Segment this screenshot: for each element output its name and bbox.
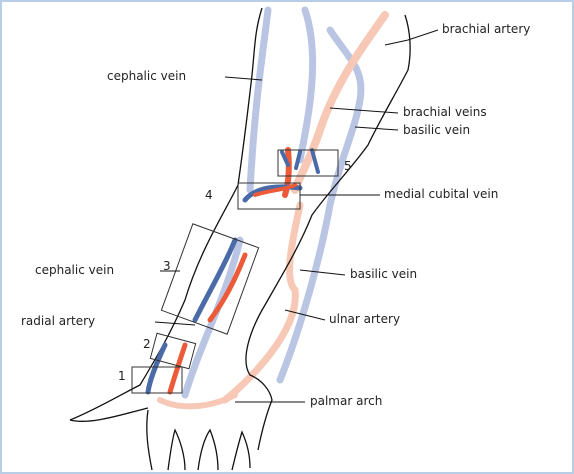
- label-basilic-vein-upper: basilic vein: [403, 123, 470, 137]
- finger-outline-1: [147, 410, 152, 470]
- label-medial-cubital-vein: medial cubital vein: [384, 187, 498, 201]
- label-cephalic-vein-lower: cephalic vein: [35, 263, 114, 277]
- brachial-vein-path: [300, 10, 313, 160]
- radial-artery-segment: [210, 255, 245, 320]
- ulnar-artery-path: [225, 205, 300, 400]
- site-number-2: 2: [143, 337, 151, 351]
- label-radial-artery: radial artery: [21, 314, 95, 328]
- label-basilic-vein-lower: basilic vein: [350, 267, 417, 281]
- distal-radial-segment: [170, 345, 185, 392]
- basilic-vein-path: [280, 30, 361, 380]
- finger-outline-2: [168, 430, 185, 470]
- label-ulnar-artery: ulnar artery: [329, 312, 400, 326]
- finger-outline-3: [198, 430, 218, 470]
- light-vessels: [160, 10, 385, 406]
- cephalic-vein-upper-path: [250, 10, 268, 190]
- label-palmar-arch: palmar arch: [310, 394, 382, 408]
- leader-brachial-veins: [330, 108, 398, 113]
- leader-basilic-vein-lower: [300, 270, 345, 275]
- label-brachial-artery: brachial artery: [442, 22, 530, 36]
- label-cephalic-vein-upper: cephalic vein: [107, 69, 186, 83]
- finger-outline-4: [232, 432, 250, 470]
- site-number-3: 3: [163, 259, 171, 273]
- label-brachial-veins: brachial veins: [403, 105, 487, 119]
- site-number-5: 5: [344, 159, 352, 173]
- site-number-4: 4: [205, 188, 213, 202]
- site-number-1: 1: [118, 369, 126, 383]
- leader-brachial-artery: [385, 30, 438, 45]
